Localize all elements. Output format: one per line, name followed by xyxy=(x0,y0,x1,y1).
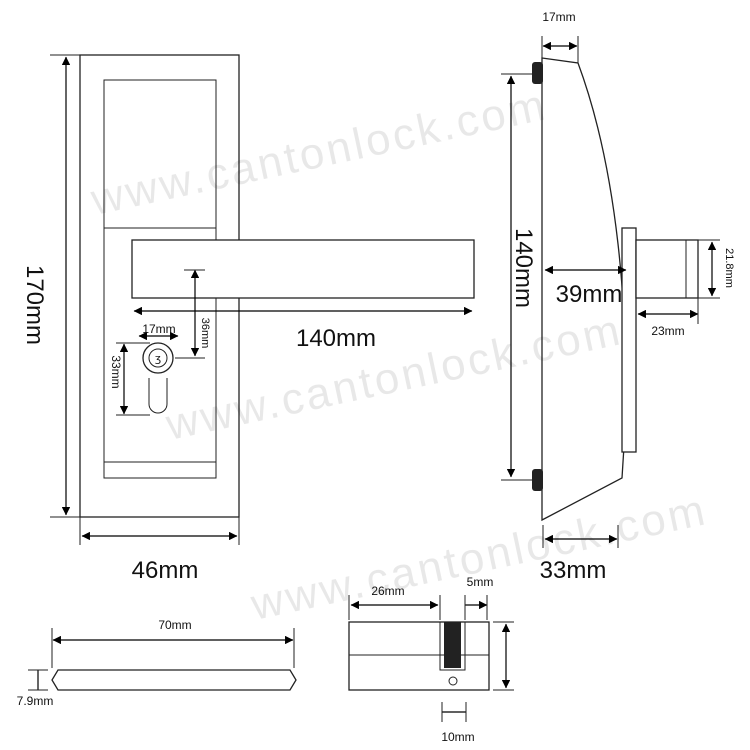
cylinder-screw-hole xyxy=(448,676,458,686)
label-spindle-diameter: 21.8mm xyxy=(723,248,735,288)
label-cyl-screw: 10mm xyxy=(441,730,474,744)
watermark-3: www.cantonlock.com xyxy=(246,485,712,630)
top-screw-cap xyxy=(532,62,543,84)
cylinder-body xyxy=(348,621,490,691)
dimension-labels: 170mm 46mm 140mm 36mm 17mm 33mm 17mm 140… xyxy=(17,10,735,744)
side-mount-plate xyxy=(621,227,637,453)
euro-cylinder-view xyxy=(348,621,490,691)
label-cylinder-width: 17mm xyxy=(142,322,175,336)
key-cylinder xyxy=(142,342,174,374)
label-side-projection: 39mm xyxy=(556,281,623,308)
label-bar-thickness: 7.9mm xyxy=(17,694,54,708)
label-plate-width: 46mm xyxy=(132,557,199,584)
spindle-bar-view xyxy=(51,669,297,691)
plate-lower-panel xyxy=(103,227,217,479)
label-lever-length: 140mm xyxy=(296,325,376,352)
label-bar-length: 70mm xyxy=(158,618,191,632)
label-side-height: 140mm xyxy=(510,228,537,308)
label-key-offset: 36mm xyxy=(199,318,211,349)
front-view: ʒ xyxy=(79,54,475,518)
label-cyl-cam: 5mm xyxy=(467,575,494,589)
label-side-top: 17mm xyxy=(542,10,575,24)
label-cyl-body: 26mm xyxy=(371,584,404,598)
label-plate-height: 170mm xyxy=(21,265,48,345)
dimension-lines xyxy=(28,36,720,722)
keyhole-slot-icon: ʒ xyxy=(155,352,161,365)
side-view xyxy=(532,57,699,522)
keyhole-inner xyxy=(148,348,168,368)
spindle-bar xyxy=(51,669,297,691)
bottom-screw-cap xyxy=(532,469,543,491)
label-side-base: 33mm xyxy=(540,557,607,584)
label-cylinder-height: 33mm xyxy=(109,355,123,388)
spindle-boss xyxy=(635,239,699,299)
cylinder-slot xyxy=(148,378,168,414)
cylinder-cam xyxy=(444,622,461,668)
label-spindle-length: 23mm xyxy=(651,324,684,338)
lever-handle xyxy=(131,239,475,299)
